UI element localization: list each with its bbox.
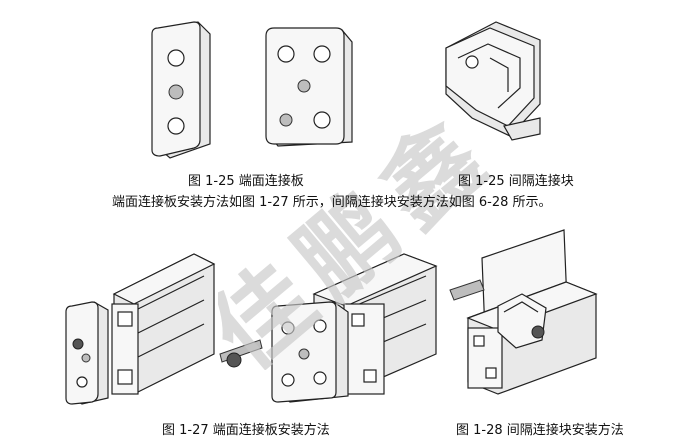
spacer-block-illustration (445, 21, 541, 141)
caption-fig-1-27: 图 1-27 端面连接板安装方法 (162, 423, 330, 438)
end-plate-small-illustration (151, 21, 211, 159)
fig-1-27-assembly-illustration (65, 253, 438, 405)
bolt (219, 339, 263, 368)
end-plate-square-illustration (265, 27, 353, 147)
aluminium-profile-left (111, 253, 216, 395)
fig-1-28-assembly-illustration (449, 229, 598, 395)
caption-fig-1-25-end-plate: 图 1-25 端面连接板 (188, 174, 304, 189)
end-plate-square (271, 301, 349, 403)
bolt-1-28 (449, 279, 545, 339)
end-plate-left (65, 301, 109, 405)
caption-fig-1-28: 图 1-28 间隔连接块安装方法 (456, 423, 624, 438)
caption-fig-1-25-spacer-block: 图 1-25 间隔连接块 (458, 174, 574, 189)
body-paragraph: 端面连接板安装方法如图 1-27 所示，间隔连接块安装方法如图 6-28 所示。 (112, 195, 552, 210)
